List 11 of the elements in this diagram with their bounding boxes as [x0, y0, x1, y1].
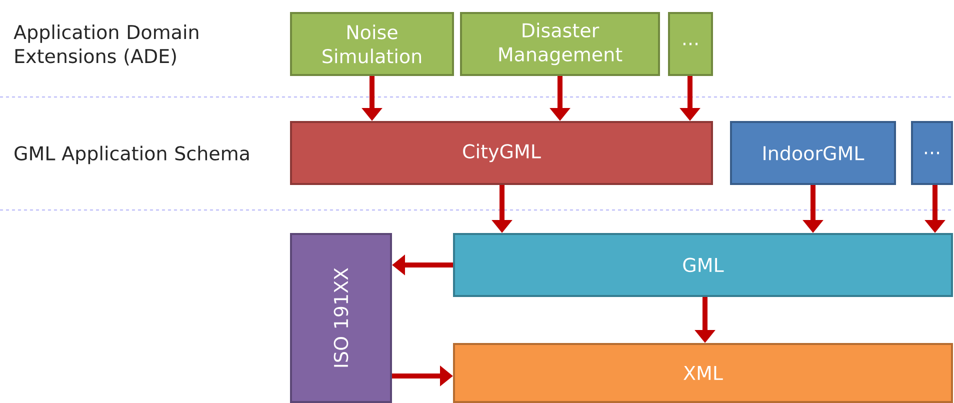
- schema-box: IndoorGML: [730, 121, 896, 185]
- schema-box: Noise Simulation: [290, 12, 454, 76]
- row-label: Application Domain Extensions (ADE): [14, 24, 198, 66]
- row-label: GML Application Schema: [14, 146, 249, 164]
- schema-box: Disaster Management: [460, 12, 660, 76]
- schema-box: ...: [668, 12, 713, 76]
- standard-box: ISO 191XX: [290, 233, 392, 403]
- schema-box: XML: [453, 342, 953, 403]
- schema-box: ...: [911, 121, 953, 185]
- schema-box: CityGML: [290, 121, 713, 185]
- schema-box: GML: [453, 233, 953, 297]
